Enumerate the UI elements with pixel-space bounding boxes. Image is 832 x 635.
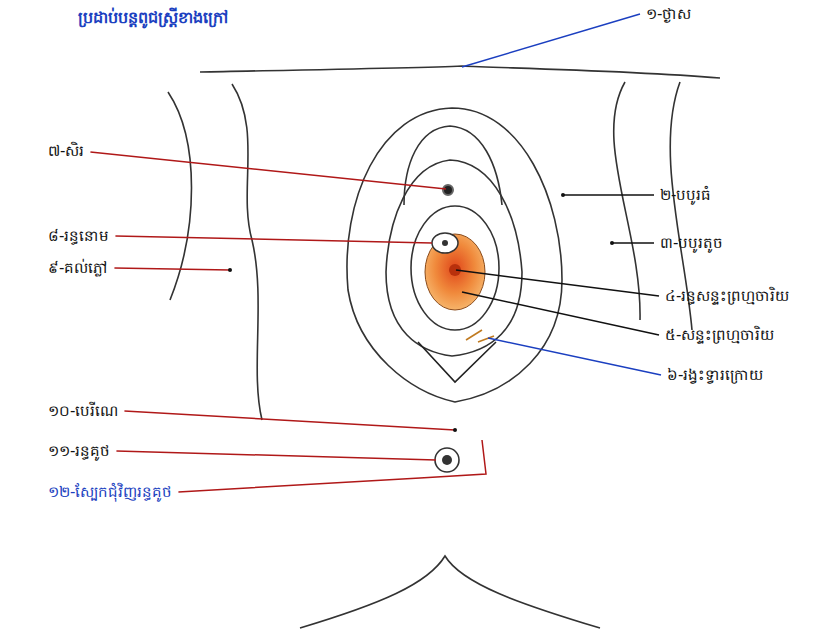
labia-minora <box>386 160 522 356</box>
buttocks-line <box>300 556 600 628</box>
part-label: ១-ថ្ងាស <box>646 3 691 25</box>
anus <box>442 455 452 465</box>
part-label: ១២-ស្បែកជុំវិញរន្ធគូថ <box>48 481 172 503</box>
part-label: ៩-គល់ភ្លៅ <box>48 257 108 279</box>
thigh-crease <box>232 84 262 420</box>
part-label: ៦-រង្វះទ្វារក្រោយ <box>667 364 763 386</box>
urethral-opening <box>442 240 448 246</box>
perineum-line <box>418 342 496 382</box>
leader-line <box>456 270 659 296</box>
leader-line <box>563 194 654 196</box>
part-label: ១០-បេរីណេ <box>48 400 118 422</box>
leader-dots <box>228 193 614 432</box>
leader-line <box>488 338 661 375</box>
diagram-title: ប្រដាប់បន្តពូជស្ត្រីខាងក្រៅ <box>78 6 228 30</box>
leader-line <box>116 451 436 460</box>
urethral-opening <box>432 233 458 253</box>
hood-fold <box>404 126 502 205</box>
vestibule <box>411 206 499 330</box>
part-label: ១១-រន្ធគូថ <box>48 440 110 462</box>
leader-line <box>462 14 640 67</box>
part-label: ៧-សិរ <box>48 140 84 162</box>
leader-dot <box>561 193 565 197</box>
leader-line <box>90 152 446 189</box>
leader-line <box>178 440 486 492</box>
labia-majora <box>347 108 562 402</box>
part-label: ២-បបូរធំ <box>660 184 711 206</box>
part-label: ៤-រន្ធសន្ទះព្រហ្មចារិយ <box>665 285 789 307</box>
part-label: ៥-សន្ទះព្រហ្មចារិយ <box>665 324 774 346</box>
leader-lines <box>90 14 661 492</box>
leader-dot <box>453 428 457 432</box>
mons-line <box>200 66 720 78</box>
clitoris <box>443 185 453 195</box>
leader-line <box>114 268 230 270</box>
leader-dot <box>610 241 614 245</box>
part-label: ៣-បបូរតូច <box>660 232 723 254</box>
leader-line <box>124 411 455 430</box>
part-label: ៨-រន្ធនោម <box>48 225 109 247</box>
leader-dot <box>228 268 232 272</box>
leader-line <box>462 292 659 335</box>
anus <box>435 448 459 472</box>
fourchette-mark <box>466 330 494 342</box>
thigh-crease <box>614 82 640 320</box>
outline-drawing <box>168 66 720 628</box>
leader-line <box>612 242 654 244</box>
leader-line <box>115 236 432 243</box>
